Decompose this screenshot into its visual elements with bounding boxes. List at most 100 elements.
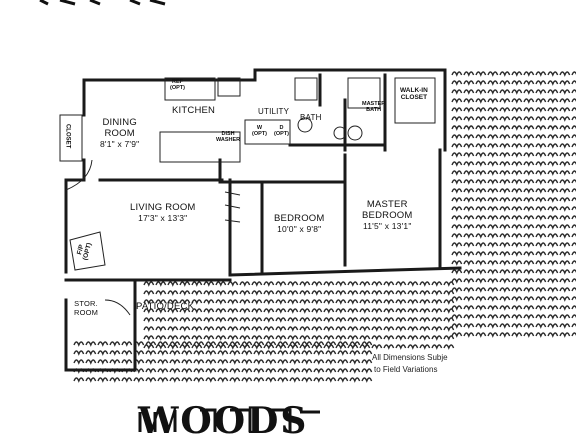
- shrub-mark: [239, 326, 251, 332]
- shrub-mark: [511, 296, 523, 302]
- shrub-mark: [143, 326, 155, 332]
- shrub-mark: [277, 350, 289, 356]
- shrub-mark: [335, 335, 347, 341]
- shrub-mark: [275, 299, 287, 305]
- storage-room-label: STOR. ROOM: [74, 299, 98, 317]
- shrub-mark: [571, 188, 576, 193]
- shrub-mark: [335, 317, 347, 323]
- shrub-mark: [487, 125, 499, 131]
- shrub-mark: [463, 134, 475, 140]
- shrub-mark: [179, 308, 191, 314]
- shrub-mark: [571, 233, 576, 238]
- shrub-mark: [499, 143, 511, 149]
- shrub-mark: [145, 359, 157, 365]
- shrub-mark: [511, 170, 523, 176]
- shrub-mark: [395, 290, 407, 296]
- shrub-mark: [523, 98, 535, 104]
- shrub-mark: [179, 290, 191, 296]
- shrub-mark: [109, 377, 121, 383]
- shrub-mark: [463, 251, 475, 257]
- shrub-mark: [487, 206, 499, 212]
- shrub-mark: [337, 341, 349, 347]
- shrub-mark: [277, 377, 289, 383]
- shrub-mark: [463, 206, 475, 212]
- shrub-mark: [499, 323, 511, 329]
- shrub-mark: [535, 143, 547, 149]
- shrub-mark: [395, 299, 407, 305]
- shrub-mark: [227, 290, 239, 296]
- shrub-mark: [361, 350, 373, 356]
- shrub-mark: [205, 377, 217, 383]
- shrub-mark: [383, 299, 395, 305]
- shrub-mark: [301, 350, 313, 356]
- shrub-mark: [523, 323, 535, 329]
- shrub-mark: [547, 233, 559, 239]
- shrub-mark: [451, 314, 463, 320]
- shrub-mark: [559, 242, 571, 248]
- shrub-mark: [451, 98, 463, 104]
- shrub-mark: [143, 308, 155, 314]
- shrub-mark: [265, 350, 277, 356]
- shrub-mark: [475, 152, 487, 158]
- dimensions-note-line-1: All Dimensions Subje: [372, 353, 448, 362]
- shrub-mark: [547, 71, 559, 77]
- shrub-mark: [535, 116, 547, 122]
- shrub-mark: [301, 377, 313, 383]
- shrub-mark: [559, 260, 571, 266]
- shrub-mark: [227, 344, 239, 350]
- shrub-mark: [463, 197, 475, 203]
- shrub-mark: [523, 251, 535, 257]
- shrub-mark: [571, 170, 576, 175]
- shrub-mark: [323, 335, 335, 341]
- shrub-mark: [383, 308, 395, 314]
- shrub-mark: [169, 350, 181, 356]
- shrub-mark: [275, 308, 287, 314]
- shrub-mark: [475, 170, 487, 176]
- shrub-mark: [535, 161, 547, 167]
- shrub-mark: [431, 299, 443, 305]
- bedroom-name: BEDROOM: [274, 213, 325, 224]
- shrub-mark: [167, 326, 179, 332]
- shrub-mark: [451, 107, 463, 113]
- shrub-mark: [179, 335, 191, 341]
- shrub-mark: [475, 224, 487, 230]
- shrub-mark: [157, 341, 169, 347]
- shrub-mark: [191, 308, 203, 314]
- shrub-mark: [535, 170, 547, 176]
- shrub-mark: [511, 251, 523, 257]
- shrub-mark: [277, 359, 289, 365]
- shrub-mark: [499, 305, 511, 311]
- shrub-mark: [463, 296, 475, 302]
- shrub-mark: [407, 281, 419, 287]
- shrub-mark: [311, 308, 323, 314]
- shrub-mark: [499, 269, 511, 275]
- shrub-mark: [97, 341, 109, 347]
- shrub-mark: [547, 143, 559, 149]
- shrub-mark: [499, 134, 511, 140]
- shrub-mark: [487, 269, 499, 275]
- shrub-mark: [287, 317, 299, 323]
- master-bath-label: MASTER BATH: [362, 101, 385, 114]
- shrub-mark: [499, 197, 511, 203]
- shrub-mark: [97, 377, 109, 383]
- shrub-mark: [475, 332, 487, 338]
- shrub-mark: [287, 308, 299, 314]
- shrub-mark: [277, 368, 289, 374]
- shrub-mark: [109, 341, 121, 347]
- shrub-mark: [535, 251, 547, 257]
- shrub-mark: [143, 335, 155, 341]
- shrub-mark: [451, 80, 463, 86]
- shrub-mark: [311, 299, 323, 305]
- shrub-mark: [193, 359, 205, 365]
- dryer-line-2: (OPT): [274, 130, 289, 137]
- shrub-mark: [241, 341, 253, 347]
- shrub-mark: [463, 332, 475, 338]
- shrub-mark: [511, 206, 523, 212]
- shrub-mark: [463, 143, 475, 149]
- dimensions-note-line-2: to Field Variations: [374, 365, 438, 375]
- shrub-mark: [559, 233, 571, 239]
- shrub-mark: [487, 161, 499, 167]
- shrub-mark: [535, 179, 547, 185]
- shrub-mark: [287, 344, 299, 350]
- shrub-mark: [383, 344, 395, 350]
